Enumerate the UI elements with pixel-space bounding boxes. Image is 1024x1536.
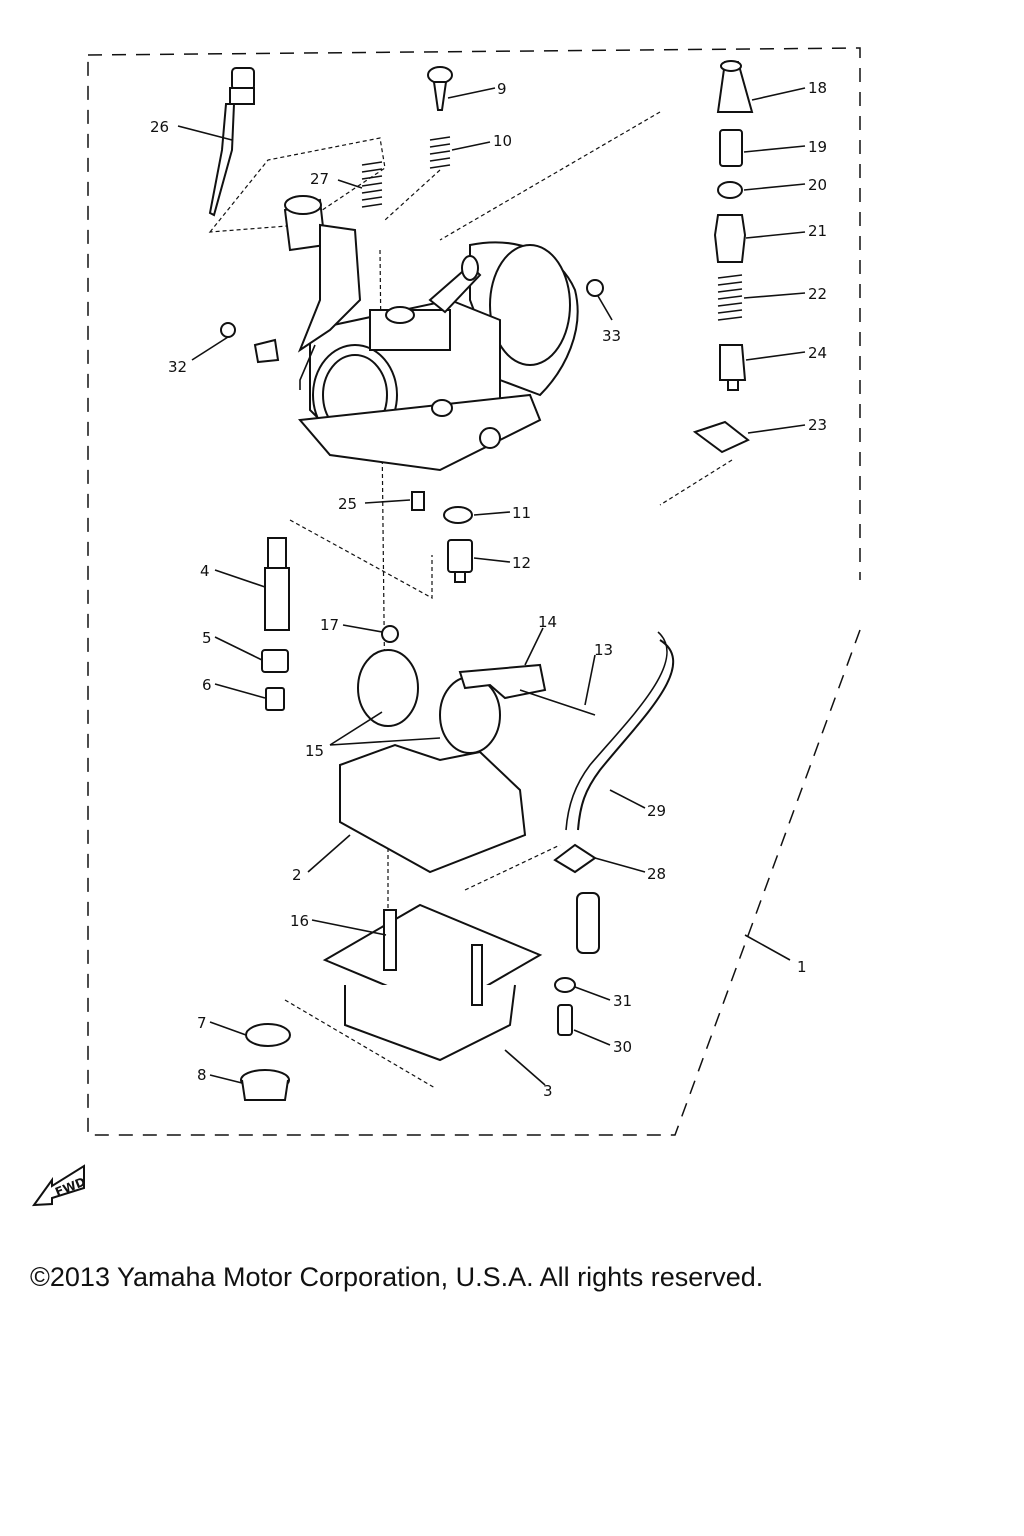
overflow-hose-29 bbox=[577, 639, 675, 831]
starter-plunger-stack bbox=[713, 60, 754, 391]
screw-30 bbox=[557, 1004, 573, 1036]
callout-14: 14 bbox=[538, 613, 557, 631]
washer-11 bbox=[443, 506, 473, 524]
callout-labels: 1 2 3 4 5 6 7 8 9 10 11 12 13 14 15 16 1… bbox=[150, 79, 827, 1100]
callout-3: 3 bbox=[543, 1082, 553, 1100]
copyright-notice: ©2013 Yamaha Motor Corporation, U.S.A. A… bbox=[30, 1262, 764, 1292]
callout-10: 10 bbox=[493, 132, 512, 150]
clamp-28 bbox=[553, 843, 597, 874]
callout-28: 28 bbox=[647, 865, 666, 883]
callout-15: 15 bbox=[305, 742, 324, 760]
callout-7: 7 bbox=[197, 1014, 207, 1032]
callout-4: 4 bbox=[200, 562, 210, 580]
callout-23: 23 bbox=[808, 416, 827, 434]
screw-9 bbox=[427, 66, 453, 111]
float-chamber-3 bbox=[322, 903, 543, 1062]
callout-25: 25 bbox=[338, 495, 357, 513]
callout-27: 27 bbox=[310, 170, 329, 188]
carburetor-body bbox=[283, 195, 579, 472]
callout-30: 30 bbox=[613, 1038, 632, 1056]
leader-lines bbox=[177, 87, 806, 1086]
callout-16: 16 bbox=[290, 912, 309, 930]
assembly-boundary bbox=[87, 47, 861, 1136]
callout-8: 8 bbox=[197, 1066, 207, 1084]
callout-5: 5 bbox=[202, 629, 212, 647]
jet-holder-5 bbox=[261, 649, 289, 673]
washer-31 bbox=[554, 977, 576, 993]
float-pin-17 bbox=[381, 625, 399, 643]
pilot-air-screw bbox=[208, 67, 255, 217]
carburetor-exploded-diagram: 1 2 3 4 5 6 7 8 9 10 11 12 13 14 15 16 1… bbox=[31, 47, 861, 1207]
needle-13 bbox=[519, 689, 596, 716]
drain-tube bbox=[576, 892, 600, 954]
hose-edge bbox=[565, 631, 668, 831]
float-arm-14 bbox=[458, 663, 547, 700]
callout-33: 33 bbox=[602, 327, 621, 345]
callout-22: 22 bbox=[808, 285, 827, 303]
callout-18: 18 bbox=[808, 79, 827, 97]
main-jet-12 bbox=[447, 539, 473, 583]
callout-13: 13 bbox=[594, 641, 613, 659]
callout-17: 17 bbox=[320, 616, 339, 634]
o-ring-7 bbox=[245, 1023, 291, 1047]
callout-12: 12 bbox=[512, 554, 531, 572]
pilot-jet-6 bbox=[265, 687, 285, 711]
screw-33 bbox=[586, 279, 604, 297]
callout-31: 31 bbox=[613, 992, 632, 1010]
screw-32 bbox=[220, 322, 280, 364]
float-15 bbox=[357, 649, 501, 754]
fwd-arrow-icon: FWD bbox=[31, 1164, 88, 1207]
plate-23 bbox=[692, 420, 750, 454]
callout-6: 6 bbox=[202, 676, 212, 694]
needle-jet-4 bbox=[264, 537, 290, 631]
callout-29: 29 bbox=[647, 802, 666, 820]
callout-1: 1 bbox=[797, 958, 807, 976]
callout-19: 19 bbox=[808, 138, 827, 156]
callout-26: 26 bbox=[150, 118, 169, 136]
callout-20: 20 bbox=[808, 176, 827, 194]
callout-21: 21 bbox=[808, 222, 827, 240]
callout-2: 2 bbox=[292, 866, 302, 884]
spring-10 bbox=[429, 136, 451, 169]
gasket-2 bbox=[339, 743, 527, 874]
spring-27 bbox=[361, 161, 383, 208]
callout-9: 9 bbox=[497, 80, 507, 98]
callout-11: 11 bbox=[512, 504, 531, 522]
callout-24: 24 bbox=[808, 344, 827, 362]
drain-plug-8 bbox=[240, 1069, 290, 1101]
callout-32: 32 bbox=[168, 358, 187, 376]
jet-25 bbox=[411, 491, 425, 511]
